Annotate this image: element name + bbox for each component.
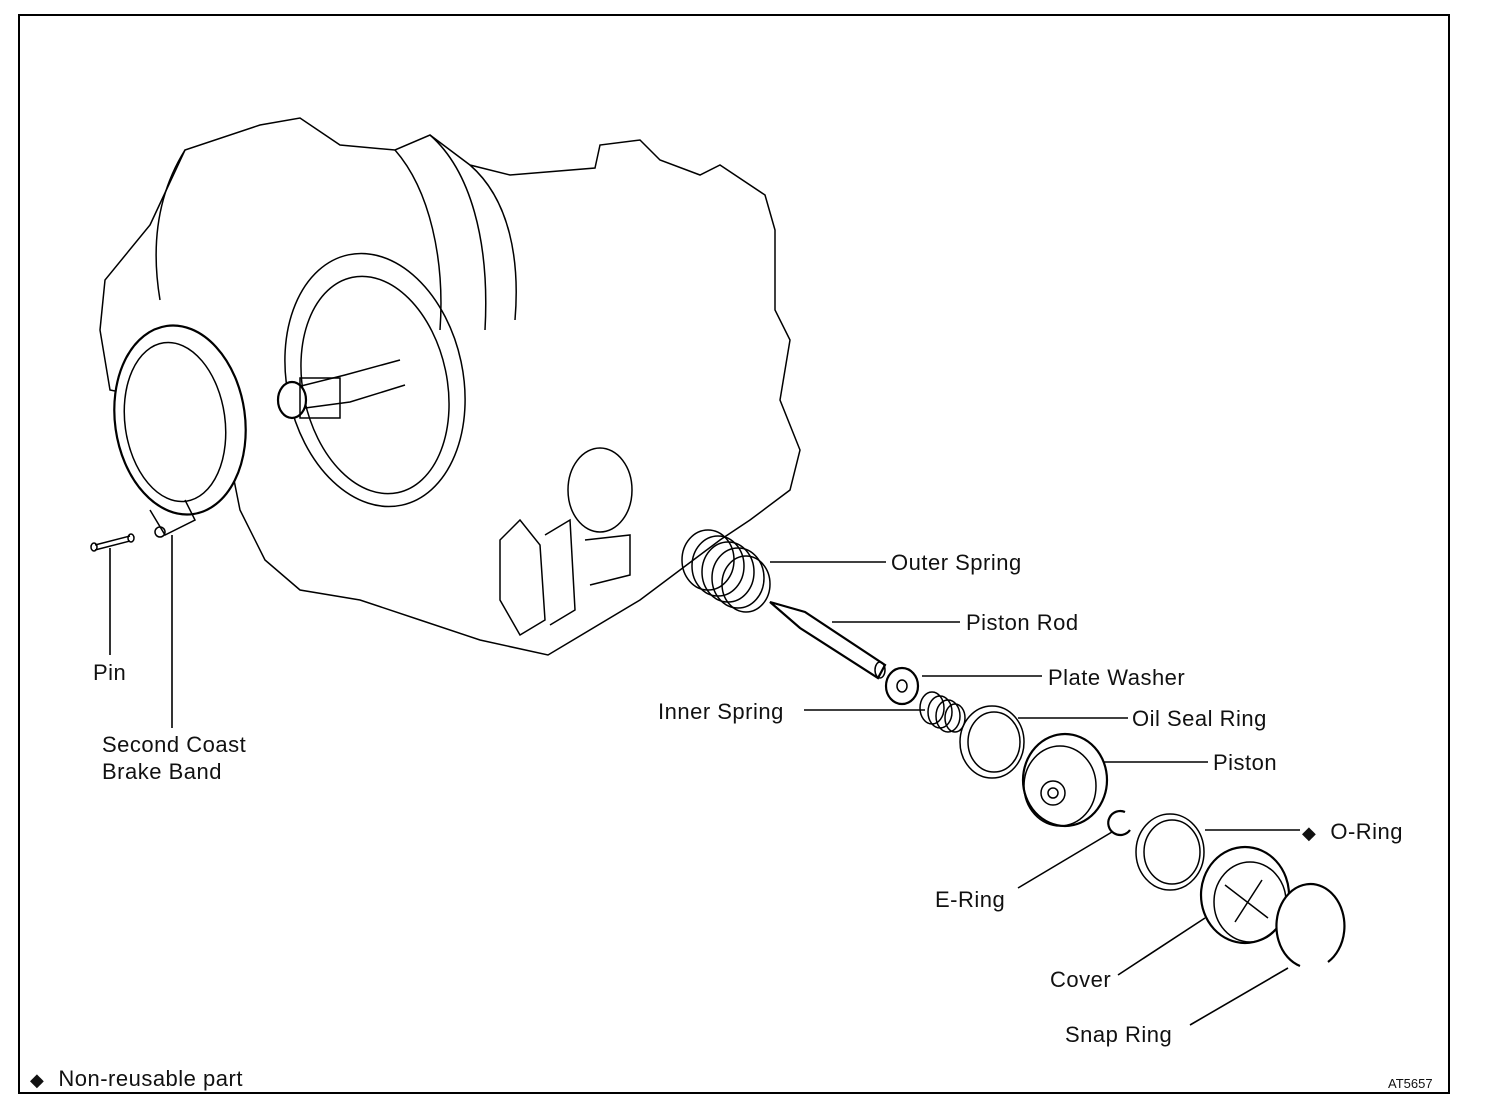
piston-part [1021,732,1109,828]
label-plate-washer: Plate Washer [1048,665,1186,690]
oil-seal-ring-part [959,705,1025,779]
label-piston: Piston [1213,750,1278,775]
snap-ring-part [1275,882,1346,968]
label-oil-seal-ring: Oil Seal Ring [1132,706,1267,731]
outer-spring-part [681,529,771,613]
label-outer-spring: Outer Spring [891,550,1022,575]
leader-lines [109,535,1300,1026]
o-ring-text: O-Ring [1330,819,1404,844]
pin-part [90,533,135,552]
label-brake-band-line1: Second Coast [102,732,247,757]
e-ring-part [1107,809,1131,837]
label-e-ring: E-Ring [935,887,1006,912]
plate-washer-part [884,666,920,706]
label-cover: Cover [1050,967,1112,992]
label-brake-band-line2: Brake Band [102,759,222,784]
figure-code: AT5657 [1388,1076,1433,1091]
inner-spring-part [919,691,966,733]
figure-frame [18,14,1450,1094]
cover-part [1199,845,1291,945]
piston-rod-part [769,600,887,680]
brake-band [113,324,247,538]
legend-text: Non-reusable part [58,1066,243,1091]
o-ring-part [1135,813,1205,891]
label-o-ring: ◆ O-Ring [1302,819,1403,845]
label-pin: Pin [93,660,127,685]
label-piston-rod: Piston Rod [966,610,1079,635]
label-inner-spring: Inner Spring [658,699,784,724]
legend-diamond-icon: ◆ [30,1070,45,1090]
label-snap-ring: Snap Ring [1065,1022,1173,1047]
non-reusable-icon: ◆ [1302,823,1317,843]
legend: ◆ Non-reusable part [30,1066,243,1092]
